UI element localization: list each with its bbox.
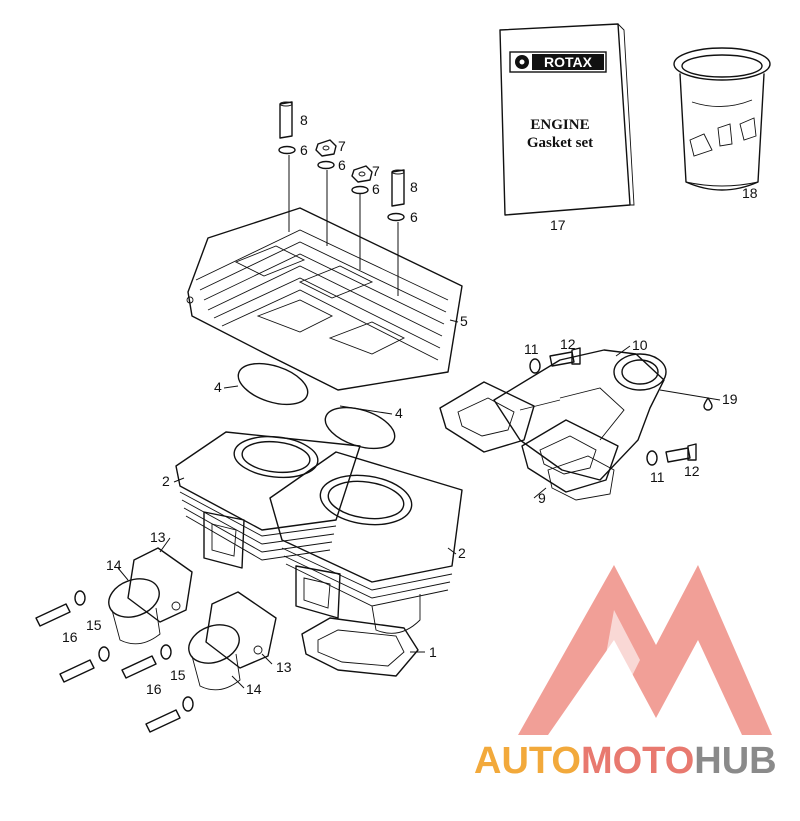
cylinder-sleeve	[673, 47, 771, 191]
manual-title-line1: ENGINE	[530, 117, 589, 133]
callout-15-bottom: 15	[170, 667, 186, 683]
leader-lines	[117, 319, 721, 689]
callout-17: 17	[550, 217, 566, 233]
callout-4-right: 4	[395, 405, 403, 421]
manual-brand: ROTAX	[544, 54, 593, 70]
callout-6-c: 6	[372, 181, 380, 197]
callout-15-top: 15	[86, 617, 102, 633]
callout-5: 5	[460, 313, 468, 329]
callout-13-top: 13	[150, 529, 166, 545]
callout-labels: 1 2 2 4 4 5 6 6 6 6 7 7 8 8 9 10 11 11 1…	[62, 112, 758, 697]
cylinder-right	[269, 451, 463, 634]
callout-8-b: 8	[410, 179, 418, 195]
callout-8-a: 8	[300, 112, 308, 128]
callout-12-top: 12	[560, 336, 576, 352]
cylinder-head	[186, 207, 463, 391]
head-fasteners	[278, 101, 405, 296]
watermark-inner-icon	[605, 610, 640, 700]
watermark-logo	[518, 565, 772, 735]
callout-7-a: 7	[338, 138, 346, 154]
intake-manifold	[493, 349, 667, 481]
callout-13-bottom: 13	[276, 659, 292, 675]
callout-7-b: 7	[372, 163, 380, 179]
callout-12-bottom: 12	[684, 463, 700, 479]
manual-title-line2: Gasket set	[527, 135, 593, 151]
callout-16-top: 16	[62, 629, 78, 645]
base-gasket	[301, 617, 419, 677]
callout-2-left: 2	[162, 473, 170, 489]
watermark-text-auto: AUTO	[474, 740, 581, 782]
watermark-text-moto: MOTO	[581, 740, 694, 782]
exhaust-bolts	[35, 590, 194, 733]
callout-14-top: 14	[106, 557, 122, 573]
grease-drop-icon	[703, 397, 713, 411]
cylinder-left	[175, 431, 361, 569]
callout-11-bottom: 11	[650, 469, 665, 485]
callout-2-right: 2	[458, 545, 466, 561]
callout-14-bottom: 14	[246, 681, 262, 697]
manifold-fasteners	[529, 347, 713, 466]
callout-9: 9	[538, 490, 546, 506]
gasket-set-manual: ROTAX ENGINE Gasket set	[499, 23, 635, 216]
callout-1: 1	[429, 644, 437, 660]
callout-6-d: 6	[410, 209, 418, 225]
callout-6-b: 6	[338, 157, 346, 173]
callout-19: 19	[722, 391, 738, 407]
callout-11-top: 11	[524, 341, 539, 357]
callout-10: 10	[632, 337, 648, 353]
callout-16-bottom: 16	[146, 681, 162, 697]
watermark-triangle-icon	[518, 565, 772, 735]
exhaust-flange-right	[188, 591, 277, 691]
exhaust-flange-left	[108, 547, 193, 645]
callout-18: 18	[742, 185, 758, 201]
watermark-text: AUTOMOTOHUB	[474, 740, 777, 782]
callout-4-left: 4	[214, 379, 222, 395]
intake-gaskets	[439, 381, 619, 501]
watermark-text-hub: HUB	[694, 740, 776, 782]
callout-6-a: 6	[300, 142, 308, 158]
